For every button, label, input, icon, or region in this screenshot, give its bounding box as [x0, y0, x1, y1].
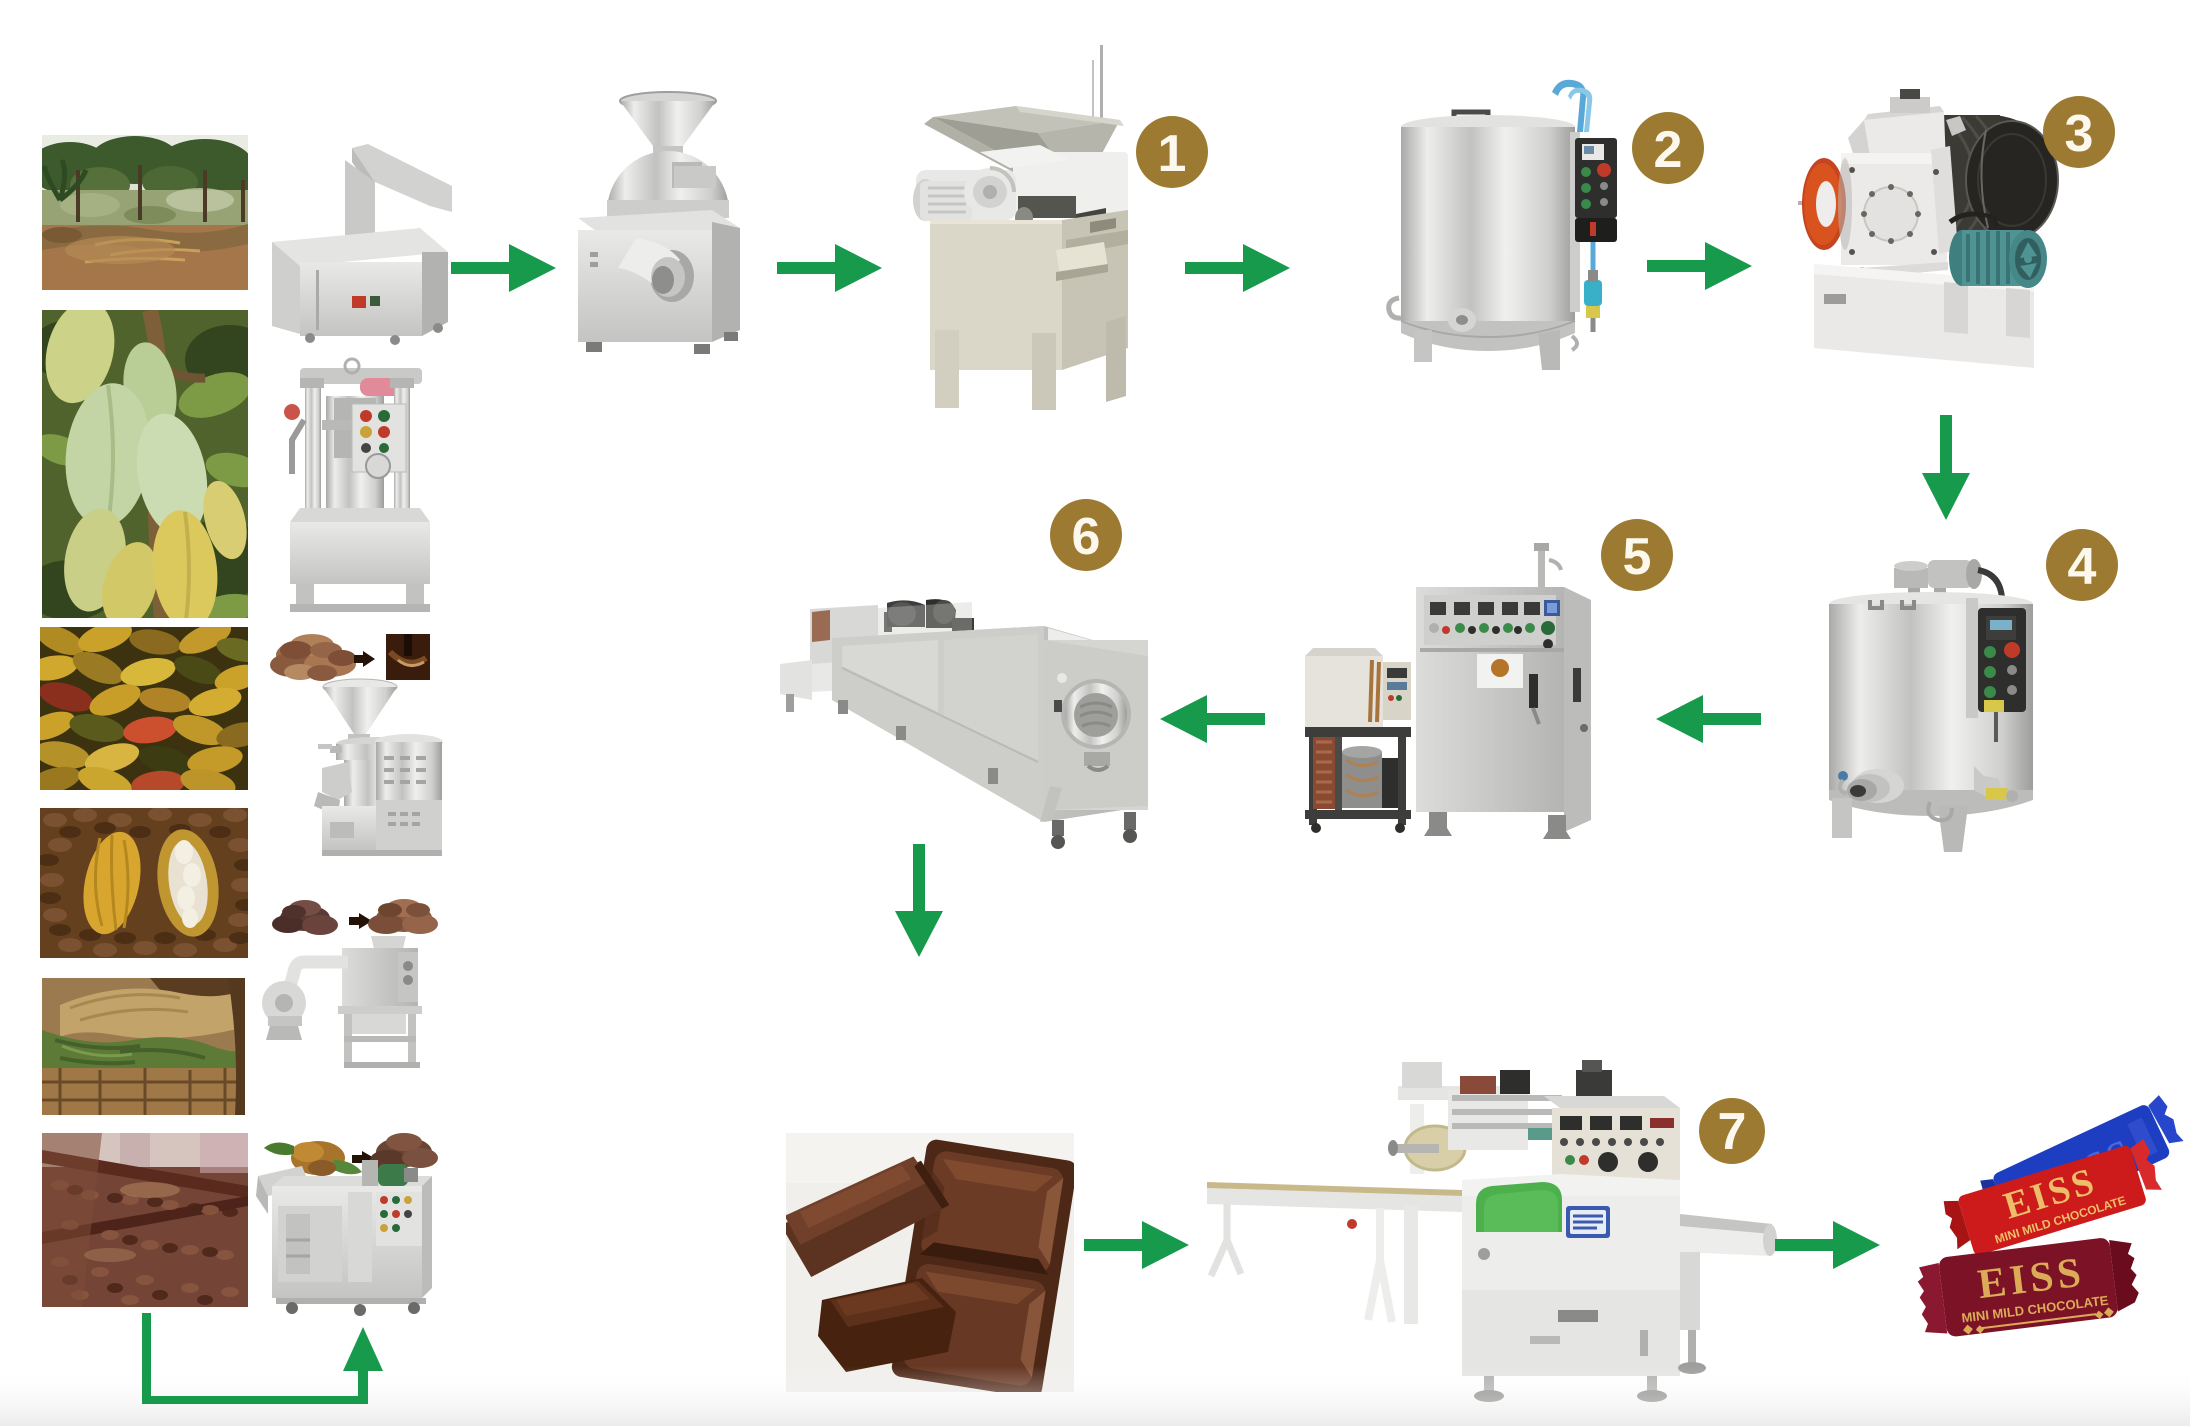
svg-text:4: 4: [2068, 538, 2097, 596]
svg-text:3: 3: [2065, 105, 2094, 163]
svg-text:6: 6: [1072, 508, 1101, 566]
svg-text:1: 1: [1158, 125, 1187, 183]
svg-text:5: 5: [1623, 528, 1652, 586]
svg-text:7: 7: [1718, 1103, 1747, 1161]
svg-text:2: 2: [1654, 121, 1683, 179]
